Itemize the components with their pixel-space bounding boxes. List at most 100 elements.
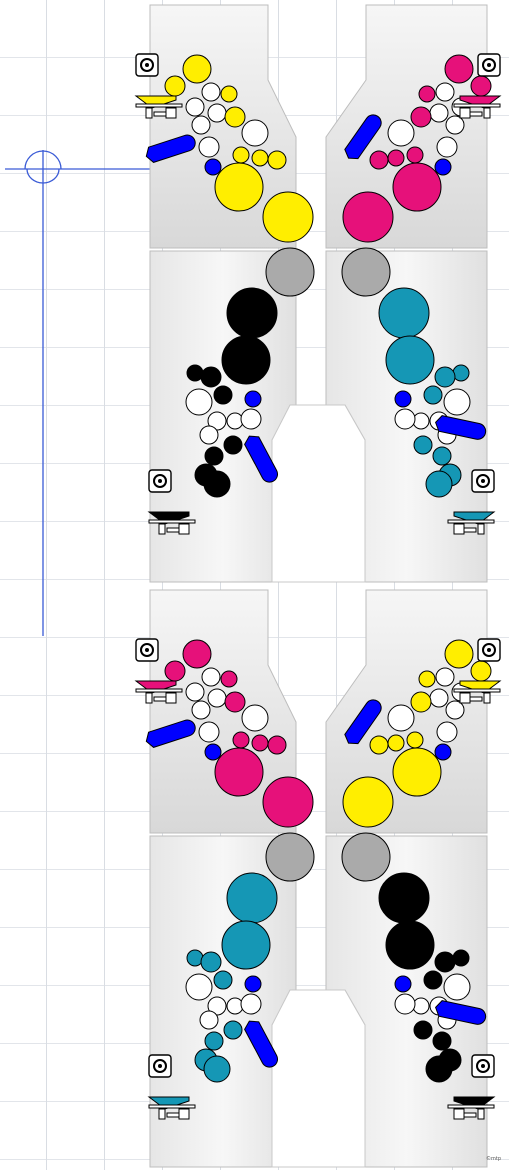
unit-1-upper-left-fountain-foot-a <box>145 107 153 119</box>
unit-1-lower-right-roller-6 <box>443 388 471 416</box>
unit-2-lower-left-fountain-foot-c <box>166 1112 180 1118</box>
unit-2-lower-left-roller-13 <box>223 1020 243 1040</box>
unit-1-upper-left-fountain <box>134 53 183 119</box>
unit-1-upper-left-fountain-foot-c <box>153 111 167 117</box>
unit-1-lower-right-roller-14 <box>432 446 452 466</box>
unit-2-lower-left-roller-12 <box>199 1010 219 1030</box>
unit-1-upper-left-roller-10 <box>191 115 211 135</box>
unit-1-lower-left-roller-3 <box>221 335 271 385</box>
unit-2-upper-right-roller-6 <box>418 670 436 688</box>
unit-2-lower-right-fountain-gauge-center <box>481 1064 485 1068</box>
unit-2-upper-right-roller-4 <box>470 660 492 682</box>
unit-1-upper-left-roller-15 <box>267 150 287 170</box>
unit-2-lower-right-fountain-foot-b <box>453 1108 465 1120</box>
unit-2-upper-left-roller-8 <box>207 688 227 708</box>
unit-2-upper-right-roller-14 <box>387 734 405 752</box>
unit-2-lower-right-roller-11 <box>394 993 416 1015</box>
unit-2-upper-left-roller-5 <box>201 667 221 687</box>
unit-1-upper-right-roller-15 <box>369 150 389 170</box>
unit-1-lower-left-roller-14 <box>204 446 224 466</box>
unit-1-upper-left-roller-9 <box>224 106 246 128</box>
unit-2-lower-right-form-roller <box>435 1000 487 1025</box>
unit-1-lower-left-fountain-foot-a <box>158 523 166 535</box>
unit-2-lower-left-roller-16 <box>203 1055 231 1083</box>
unit-1-lower-right-roller-13 <box>413 435 433 455</box>
unit-1-upper-right-roller-16 <box>434 158 452 176</box>
unit-2-lower-left-roller-6 <box>185 973 213 1001</box>
unit-2-lower-left-roller-11 <box>240 993 262 1015</box>
unit-2-lower-right-fountain-foot-a <box>477 1108 485 1120</box>
unit-1-lower-right-fountain <box>447 469 496 535</box>
unit-1-lower-left-roller-5 <box>200 366 222 388</box>
unit-1-lower-left-roller-6 <box>185 388 213 416</box>
unit-2-lower-left-roller-1 <box>265 832 315 882</box>
unit-1-upper-left-roller-4 <box>164 75 186 97</box>
unit-2-lower-left-roller-2 <box>226 872 278 924</box>
frame-center-cutout <box>271 989 366 1168</box>
unit-2-upper-right-roller-13 <box>406 731 424 749</box>
unit-2-upper-right-roller-1 <box>342 776 394 828</box>
unit-2-upper-right-roller-16 <box>434 743 452 761</box>
guide-lines <box>5 150 150 636</box>
unit-2-upper-right-fountain-gauge-center <box>487 648 491 652</box>
unit-1-upper-right-fountain-foot-c <box>469 111 483 117</box>
unit-2-upper-right-roller-11 <box>387 704 415 732</box>
unit-2-upper-left-fountain-gauge-center <box>145 648 149 652</box>
unit-1-upper-right-fountain-rail <box>453 103 501 108</box>
unit-1-lower-left-fountain-rail <box>148 519 196 524</box>
guide-hook-arc-lower <box>26 168 60 184</box>
unit-2-lower-right-roller-8 <box>394 975 412 993</box>
unit-2-upper-left-fountain-foot-a <box>145 692 153 704</box>
unit-2-lower-right-roller-4 <box>452 949 470 967</box>
unit-1-upper-left-form-roller-body <box>145 134 196 163</box>
unit-2-upper-left-roller-14 <box>251 734 269 752</box>
unit-1-lower-right-roller-16 <box>425 470 453 498</box>
unit-2-upper-left-roller-10 <box>191 700 211 720</box>
unit-1-upper-right-fountain-gauge-center <box>487 63 491 67</box>
unit-1-lower-left-roller-16 <box>203 470 231 498</box>
unit-1-upper-left-roller-12 <box>198 136 220 158</box>
unit-1-lower-left-roller-11 <box>240 408 262 430</box>
unit-1-lower-left-fountain-gauge-center <box>158 479 162 483</box>
unit-1-upper-right-form-roller <box>344 114 382 160</box>
unit-1-lower-left-form-roller <box>244 435 278 483</box>
unit-2-upper-right-roller-9 <box>410 691 432 713</box>
unit-1-lower-right-form-roller <box>435 415 487 440</box>
unit-1-lower-left-fountain <box>147 469 196 535</box>
unit-2-lower-left-fountain <box>147 1054 196 1120</box>
unit-1-upper-right-roller-9 <box>410 106 432 128</box>
unit-2-upper-right-roller-5 <box>435 667 455 687</box>
unit-2-lower-left-roller-10 <box>226 997 244 1015</box>
unit-1-lower-left-roller-4 <box>186 364 204 382</box>
unit-2-lower-right-form-roller-body <box>435 1000 487 1025</box>
unit-1-upper-right-fountain-foot-a <box>483 107 491 119</box>
unit-2-upper-left-roller-15 <box>267 735 287 755</box>
unit-2-lower-left-roller-5 <box>200 951 222 973</box>
unit-2-upper-right-roller-8 <box>429 688 449 708</box>
unit-1-lower-right-roller-1 <box>341 247 391 297</box>
unit-1-upper-right-fountain <box>453 53 502 119</box>
unit-2-upper-right-fountain-foot-a <box>483 692 491 704</box>
unit-1-lower-right-roller-4 <box>452 364 470 382</box>
unit-2-upper-right-form-roller-body <box>344 699 382 745</box>
unit-1-upper-left-roller-6 <box>220 85 238 103</box>
unit-1-upper-right-roller-5 <box>435 82 455 102</box>
unit-2-upper-left-roller-11 <box>241 704 269 732</box>
unit-2-upper-left-roller-9 <box>224 691 246 713</box>
unit-1-upper-left-fountain-foot-b <box>165 107 177 119</box>
unit-2-lower-left-fountain-rail <box>148 1104 196 1109</box>
unit-2-lower-left-form-roller-body <box>244 1020 278 1068</box>
unit-1-lower-left-roller-13 <box>223 435 243 455</box>
unit-2-upper-right-roller-10 <box>445 700 465 720</box>
unit-1-upper-left-roller-5 <box>201 82 221 102</box>
unit-2-lower-left-roller-3 <box>221 920 271 970</box>
unit-1-upper-right-roller-3 <box>444 54 474 84</box>
unit-2-upper-right-fountain <box>453 638 502 704</box>
unit-1-lower-left-roller-2 <box>226 287 278 339</box>
unit-1-lower-right-fountain-rail <box>447 519 495 524</box>
unit-1-upper-left-form-roller <box>145 134 196 163</box>
unit-2-lower-right-fountain <box>447 1054 496 1120</box>
unit-2-lower-left-roller-14 <box>204 1031 224 1051</box>
unit-1-upper-right-roller-10 <box>445 115 465 135</box>
unit-2-upper-left-form-roller <box>145 719 196 748</box>
